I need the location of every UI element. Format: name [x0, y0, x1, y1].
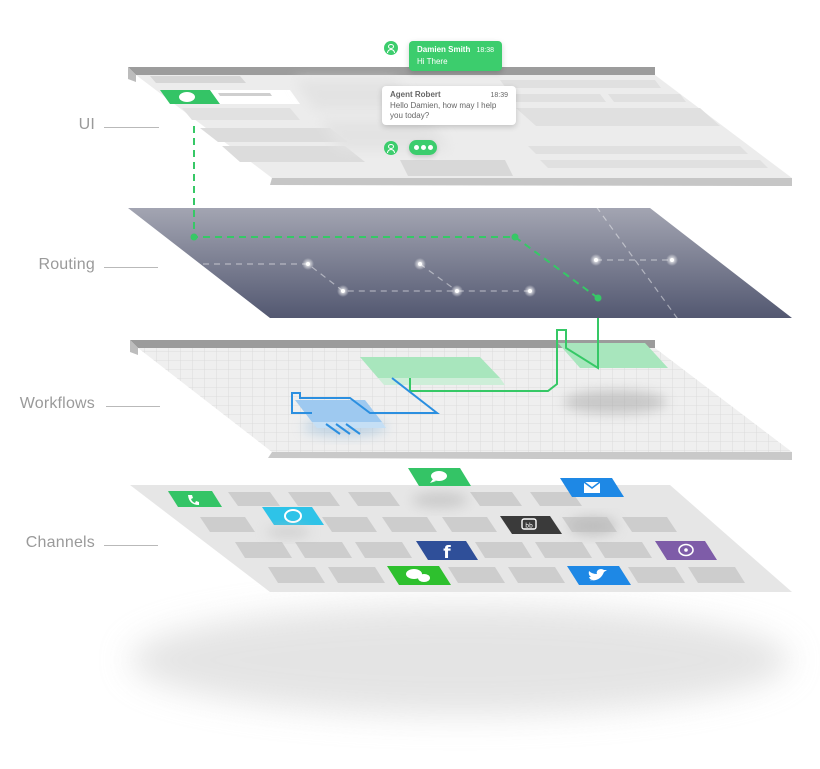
layer-label-ui: UI: [78, 116, 95, 133]
workflow-connector-blue: [291, 377, 440, 414]
customer-message-time: 18:38: [476, 47, 494, 54]
agent-message-bubble: Agent Robert 18:39 Hello Damien, how may…: [382, 86, 516, 125]
layer-label-workflows-leader: [106, 406, 160, 407]
layer-label-workflows: Workflows: [19, 395, 95, 412]
layer-label-channels-leader: [104, 545, 158, 546]
email-icon: [560, 478, 624, 497]
routing-dashed-white: [170, 197, 681, 323]
customer-message-text: Hi There: [417, 57, 448, 66]
layer-label-channels: Channels: [25, 534, 95, 551]
ui-selected-conversation-row: [160, 90, 300, 104]
phone-icon: [168, 491, 222, 507]
workflows-layer: [130, 298, 792, 460]
workflow-connector-green: [409, 298, 599, 392]
customer-message-bubble: Damien Smith 18:38 Hi There: [409, 41, 502, 71]
twitter-icon: [567, 566, 631, 585]
agent-name: Agent Robert: [390, 90, 441, 99]
workflow-connector-blue-tail: [325, 423, 361, 435]
ui-compose-box: [400, 160, 513, 176]
alexa-ring-icon: [262, 507, 324, 538]
routing-dashed-green: [193, 126, 599, 299]
ui-right-panel: [500, 80, 768, 168]
facebook-icon: f: [416, 541, 478, 563]
typing-indicator-icon: [409, 140, 437, 155]
channels-layer: bb f: [130, 468, 792, 592]
routing-layer: [128, 126, 792, 323]
layer-label-routing-leader: [104, 267, 158, 268]
customer-name: Damien Smith: [417, 45, 471, 54]
agent-message-line-2: you today?: [390, 111, 430, 120]
routing-nodes: [190, 233, 678, 302]
layer-label-routing: Routing: [38, 256, 95, 273]
ui-layer: [128, 67, 792, 186]
wechat-icon: [387, 566, 451, 585]
viber-icon: [655, 541, 717, 560]
chat-bubble-icon: [408, 468, 471, 508]
workflow-card-green-1: [360, 357, 505, 385]
agent-message-time: 18:39: [490, 92, 508, 99]
agent-message-line-1: Hello Damien, how may I help: [390, 101, 497, 110]
customer-avatar-icon: [384, 41, 398, 55]
agent-avatar-icon: [384, 141, 398, 155]
blackberry-messenger-icon: bb: [500, 516, 562, 534]
layer-label-ui-leader: [104, 127, 159, 128]
blurred-channel-icon: [569, 517, 617, 535]
workflow-card-green-2: [558, 343, 668, 368]
svg-text:bb: bb: [525, 523, 533, 530]
svg-text:f: f: [443, 543, 451, 563]
floor-shadow: [130, 605, 790, 715]
